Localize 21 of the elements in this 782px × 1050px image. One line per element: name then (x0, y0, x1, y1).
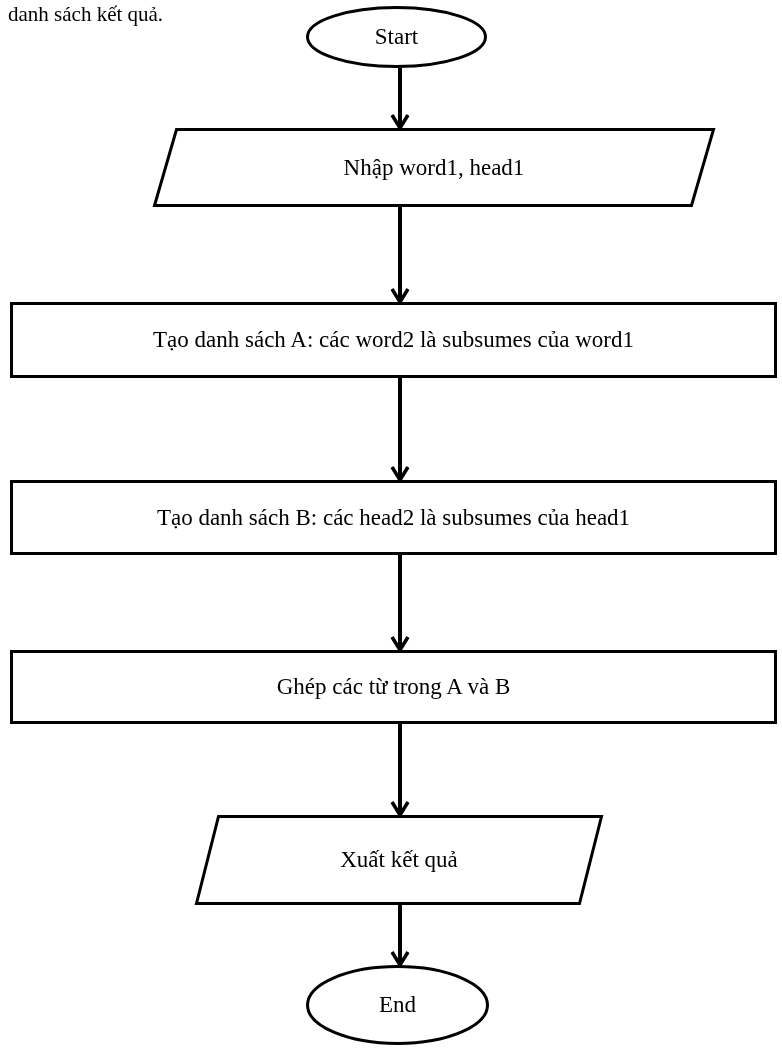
process-box (10, 650, 777, 724)
node-text: Nhập word1, head1 (343, 154, 525, 181)
arrow (390, 724, 410, 817)
arrow (390, 905, 410, 967)
start-terminal (306, 6, 487, 68)
arrow (390, 68, 410, 130)
node-text: Tạo danh sách A: các word2 là subsumes của word1 (153, 327, 634, 353)
output-parallelogram (195, 815, 603, 905)
arrow (390, 555, 410, 652)
arrow (390, 378, 410, 482)
process-box (10, 480, 777, 555)
node-text: End (378, 992, 417, 1018)
arrow (390, 207, 410, 304)
input-parallelogram (153, 128, 715, 207)
text-fragment: danh sách kết quả. (8, 2, 164, 27)
node-text: Start (374, 24, 419, 50)
node-text: Ghép các từ trong A và B (276, 674, 511, 700)
process-box (10, 302, 777, 378)
end-terminal (306, 965, 489, 1045)
node-text: Tạo danh sách B: các head2 là subsumes của head1 (156, 504, 631, 531)
node-text: Xuất kết quả (340, 847, 458, 873)
